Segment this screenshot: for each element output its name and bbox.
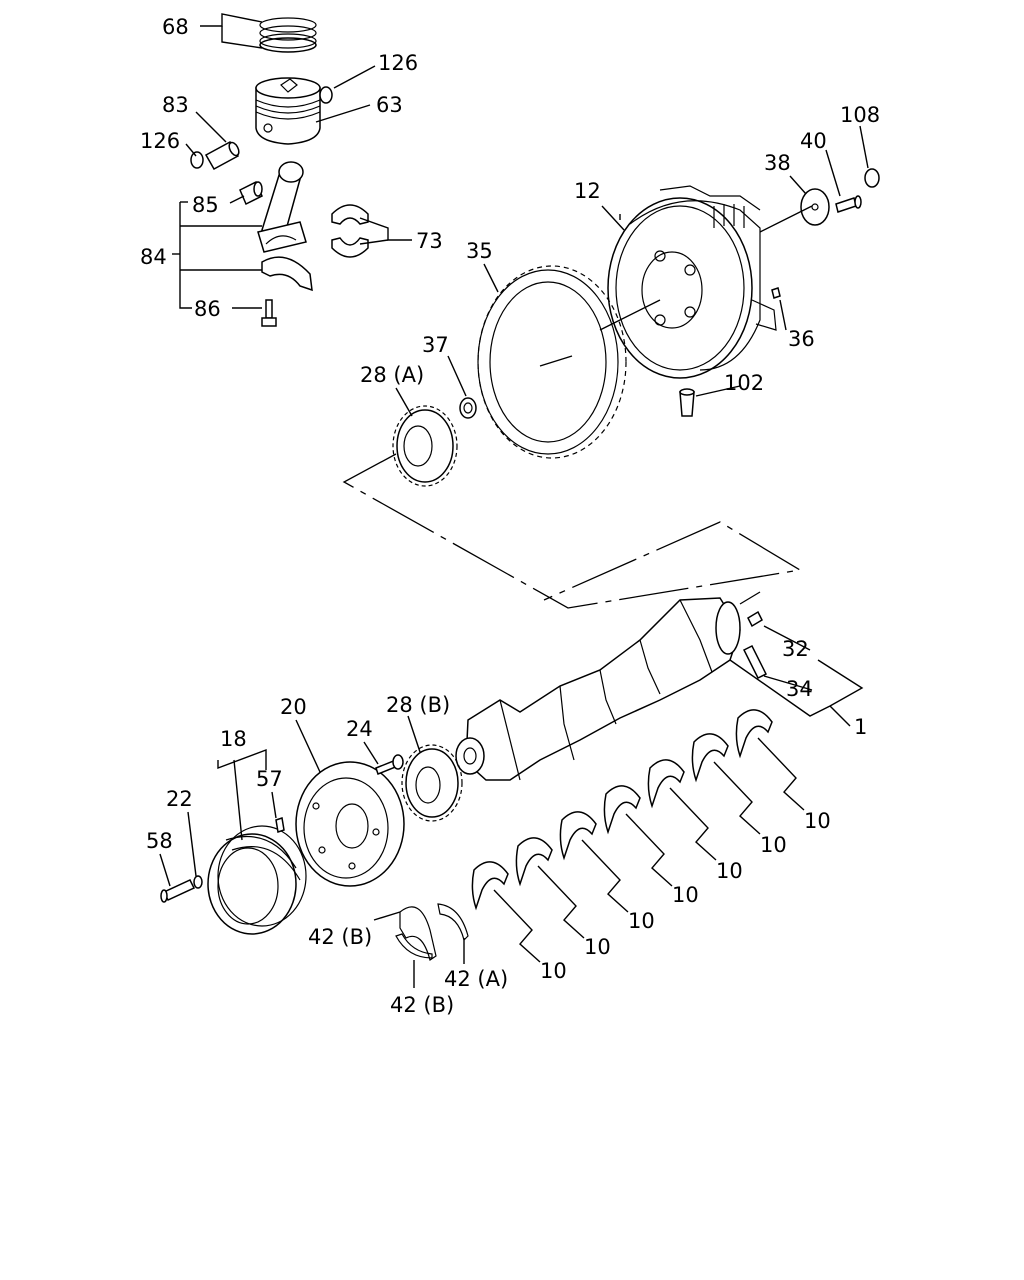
- washer-22[interactable]: [193, 875, 203, 889]
- callout-18: 18: [220, 727, 247, 751]
- dowel-pin-36[interactable]: [771, 287, 781, 299]
- callout-32: 32: [782, 637, 809, 661]
- connecting-rod-cap[interactable]: [261, 256, 313, 292]
- callout-10: 10: [628, 909, 655, 933]
- callout-85: 85: [192, 193, 219, 217]
- callout-28b: 28 (B): [386, 693, 450, 717]
- snap-ring-top[interactable]: [319, 86, 333, 104]
- callout-126: 126: [140, 129, 180, 153]
- assembly-phantom-line: [342, 453, 802, 609]
- callout-28a: 28 (A): [360, 363, 424, 387]
- callout-73: 73: [416, 229, 443, 253]
- pulley-bolt[interactable]: [160, 879, 196, 903]
- piston[interactable]: [255, 77, 321, 145]
- callout-22: 22: [166, 787, 193, 811]
- flywheel-bolt-plate[interactable]: [800, 188, 830, 226]
- gear-bolt-24[interactable]: [375, 754, 404, 775]
- callout-35: 35: [466, 239, 493, 263]
- callout-108: 108: [840, 103, 880, 127]
- pilot-bearing[interactable]: [459, 397, 477, 419]
- callout-84: 84: [140, 245, 167, 269]
- rod-bearing-upper[interactable]: [331, 204, 369, 225]
- callout-10: 10: [540, 959, 567, 983]
- callout-labels: 68 126 63 83 126 85 84 86 73 12 38 40 10…: [140, 15, 880, 1017]
- plug-102[interactable]: [679, 388, 695, 417]
- crank-pulley[interactable]: [207, 825, 307, 935]
- callout-10: 10: [760, 833, 787, 857]
- piston-rings[interactable]: [259, 17, 317, 53]
- thrust-washer-a[interactable]: [437, 903, 469, 942]
- callout-34: 34: [786, 677, 813, 701]
- connecting-rod-bolt[interactable]: [261, 299, 277, 327]
- callout-10: 10: [584, 935, 611, 959]
- callout-20: 20: [280, 695, 307, 719]
- leader-lines: [159, 13, 869, 988]
- callout-10: 10: [716, 859, 743, 883]
- flywheel-bolt[interactable]: [835, 195, 862, 213]
- crankshaft-pin-32[interactable]: [747, 610, 763, 628]
- ring-gear[interactable]: [477, 265, 627, 459]
- callout-126: 126: [378, 51, 418, 75]
- callout-58: 58: [146, 829, 173, 853]
- callout-57: 57: [256, 767, 283, 791]
- thrust-washer-b-lower[interactable]: [395, 933, 433, 959]
- o-ring[interactable]: [864, 168, 880, 188]
- crankshaft-pin-34[interactable]: [742, 644, 768, 680]
- callout-83: 83: [162, 93, 189, 117]
- thrust-washer-b-upper[interactable]: [399, 906, 437, 961]
- callout-24: 24: [346, 717, 373, 741]
- rod-bearing-lower[interactable]: [331, 237, 369, 258]
- callout-42a: 42 (A): [444, 967, 508, 991]
- crank-gear-a[interactable]: [392, 405, 458, 487]
- main-bearings[interactable]: [471, 709, 773, 911]
- flywheel-housing[interactable]: [607, 185, 777, 379]
- callout-42b: 42 (B): [308, 925, 372, 949]
- damper[interactable]: [295, 761, 405, 887]
- crankshaft[interactable]: [455, 597, 741, 781]
- small-end-bushing[interactable]: [239, 180, 263, 206]
- crank-gear-b[interactable]: [401, 744, 463, 822]
- callout-40: 40: [800, 129, 827, 153]
- piston-pin[interactable]: [204, 140, 241, 171]
- snap-ring-left[interactable]: [190, 151, 204, 169]
- callout-10: 10: [804, 809, 831, 833]
- callout-36: 36: [788, 327, 815, 351]
- callout-38: 38: [764, 151, 791, 175]
- callout-12: 12: [574, 179, 601, 203]
- callout-10: 10: [672, 883, 699, 907]
- callout-42b: 42 (B): [390, 993, 454, 1017]
- connecting-rod[interactable]: [257, 161, 307, 253]
- callout-37: 37: [422, 333, 449, 357]
- callout-102: 102: [724, 371, 764, 395]
- key-57[interactable]: [275, 817, 285, 833]
- callout-63: 63: [376, 93, 403, 117]
- callout-86: 86: [194, 297, 221, 321]
- callout-1: 1: [854, 715, 867, 739]
- callout-68: 68: [162, 15, 189, 39]
